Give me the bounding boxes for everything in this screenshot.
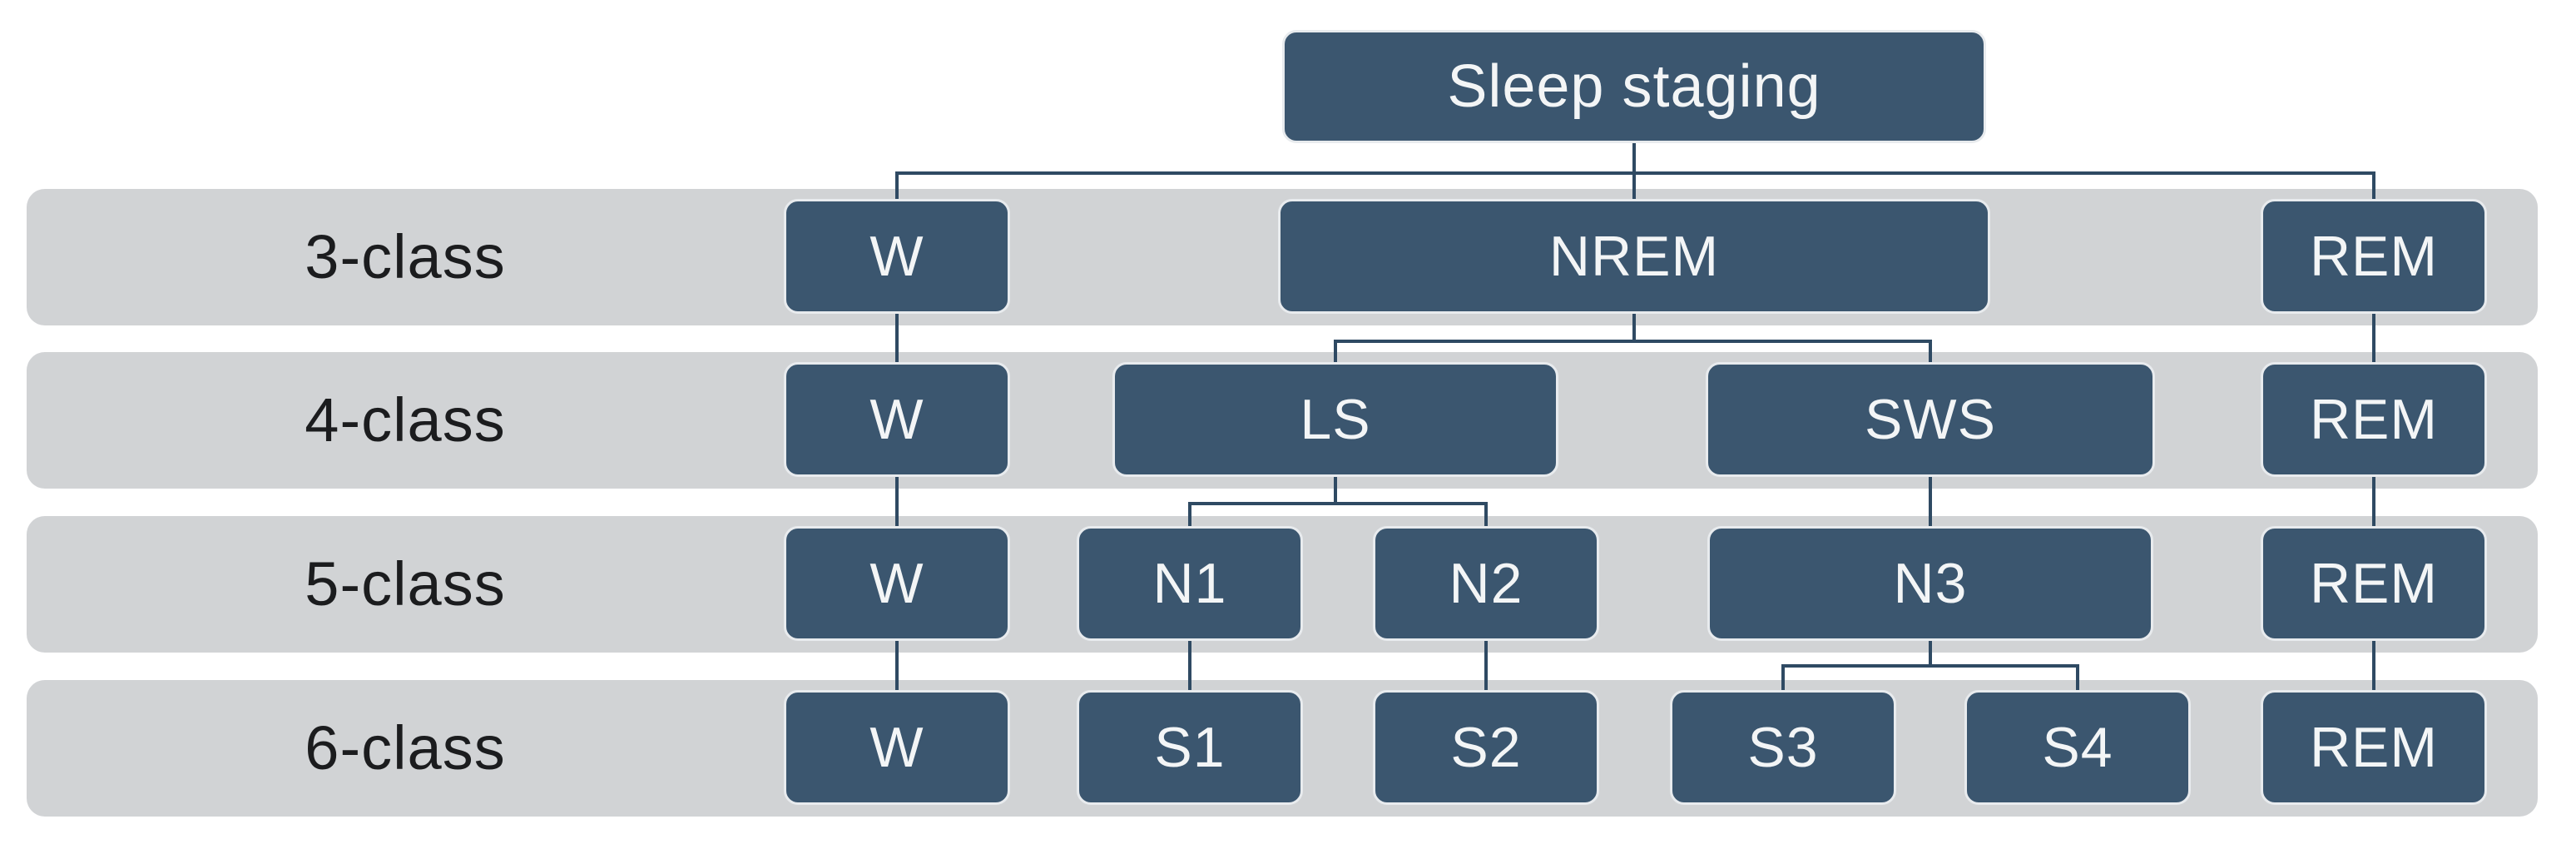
row-label-6-class: 6-class xyxy=(305,713,506,782)
connector-sws-n3 xyxy=(1929,477,1932,526)
connector-nrem-drop xyxy=(1632,314,1636,340)
node-label: W xyxy=(869,552,924,615)
connector-row1-rail xyxy=(895,171,2375,175)
connector-nrem-rail xyxy=(1334,340,1932,343)
node-label: REM xyxy=(2309,388,2439,451)
node-label: N2 xyxy=(1449,552,1523,615)
node-label: N1 xyxy=(1152,552,1227,615)
node-5class-n1: N1 xyxy=(1077,526,1303,641)
connector-root-drop xyxy=(1632,143,1636,199)
node-label: W xyxy=(869,716,924,779)
node-5class-w: W xyxy=(784,526,1010,641)
node-label: N3 xyxy=(1893,552,1968,615)
connector-rail-to-s3 xyxy=(1781,664,1785,690)
node-label: REM xyxy=(2309,716,2439,779)
connector-rem3-rem4 xyxy=(2372,314,2375,362)
connector-w5-w6 xyxy=(895,641,899,690)
node-3class-rem: REM xyxy=(2261,199,2487,314)
connector-n2-s2 xyxy=(1484,641,1488,690)
connector-ls-rail xyxy=(1188,502,1488,505)
node-5class-rem: REM xyxy=(2261,526,2487,641)
connector-rail-to-ls xyxy=(1334,340,1337,362)
node-6class-s4: S4 xyxy=(1964,690,2191,805)
node-6class-rem: REM xyxy=(2261,690,2487,805)
row-label-3-class: 3-class xyxy=(305,222,506,291)
node-label: S1 xyxy=(1154,716,1226,779)
node-label: SWS xyxy=(1865,388,1996,451)
node-sleep-staging: Sleep staging xyxy=(1282,30,1986,143)
connector-w3-w4 xyxy=(895,314,899,362)
node-3class-nrem: NREM xyxy=(1278,199,1990,314)
node-label: W xyxy=(869,388,924,451)
node-4class-sws: SWS xyxy=(1706,362,2155,477)
connector-rail-to-n2 xyxy=(1484,502,1488,526)
node-3class-w: W xyxy=(784,199,1010,314)
node-6class-s2: S2 xyxy=(1373,690,1599,805)
node-label: S3 xyxy=(1747,716,1819,779)
connector-w4-w5 xyxy=(895,477,899,526)
connector-ls-drop xyxy=(1334,477,1337,502)
node-label: S4 xyxy=(2042,716,2113,779)
connector-rail-to-rem xyxy=(2372,171,2375,199)
connector-n1-s1 xyxy=(1188,641,1191,690)
node-label: LS xyxy=(1300,388,1371,451)
connector-rail-to-s4 xyxy=(2076,664,2079,690)
node-6class-w: W xyxy=(784,690,1010,805)
connector-n3-rail xyxy=(1781,664,2079,668)
node-4class-rem: REM xyxy=(2261,362,2487,477)
node-4class-w: W xyxy=(784,362,1010,477)
row-label-5-class: 5-class xyxy=(305,549,506,618)
node-5class-n3: N3 xyxy=(1707,526,2153,641)
connector-rail-to-w xyxy=(895,171,899,199)
connector-rem5-rem6 xyxy=(2372,641,2375,690)
node-4class-ls: LS xyxy=(1112,362,1558,477)
connector-rail-to-n1 xyxy=(1188,502,1191,526)
node-6class-s1: S1 xyxy=(1077,690,1303,805)
node-label: W xyxy=(869,225,924,288)
connector-n3-drop xyxy=(1929,641,1932,664)
node-5class-n2: N2 xyxy=(1373,526,1599,641)
connector-rail-to-sws xyxy=(1929,340,1932,362)
node-label: S2 xyxy=(1450,716,1522,779)
node-label: REM xyxy=(2309,552,2439,615)
row-label-4-class: 4-class xyxy=(305,385,506,454)
node-6class-s3: S3 xyxy=(1670,690,1896,805)
node-label: NREM xyxy=(1548,225,1720,288)
node-label: REM xyxy=(2309,225,2439,288)
connector-rem4-rem5 xyxy=(2372,477,2375,526)
node-sleep-staging-label: Sleep staging xyxy=(1447,53,1821,120)
